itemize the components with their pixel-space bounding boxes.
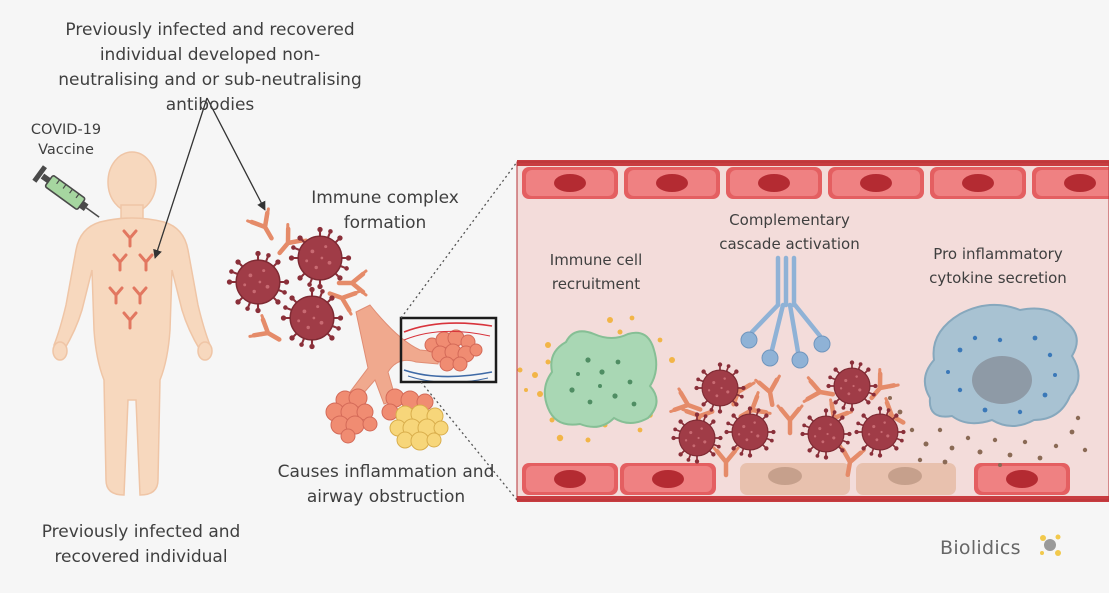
immune-complex-label: Immune complex formation (311, 188, 459, 233)
immune-cell-label: Immune cell recruitment (549, 251, 643, 293)
cytokine-label: Pro inflammatory cytokine secretion (929, 245, 1067, 287)
cytokines (888, 396, 1088, 467)
syringe-icon (32, 165, 100, 218)
complement-label: Complementary cascade activation (719, 211, 860, 253)
brand-logo-icon (1040, 534, 1061, 556)
airway (325, 304, 493, 451)
brand-name: Biolidics (940, 537, 1021, 559)
arrows (153, 97, 266, 259)
vessel-wall-top (522, 167, 1109, 199)
neutrophil-cell (517, 315, 675, 443)
zoom-lines (400, 161, 518, 501)
inflammation-label: Causes inflammation and airway obstructi… (277, 462, 495, 507)
human-figure (52, 151, 213, 496)
vessel-wall-bottom (522, 463, 1070, 495)
complement-protein (749, 255, 823, 355)
blood-vessel (516, 160, 1109, 502)
antibody-note-label: Previously infected and recovered indivi… (58, 20, 362, 115)
macrophage-cell (923, 303, 1080, 427)
zoom-box (399, 316, 498, 384)
vaccine-label: COVID-19 Vaccine (30, 122, 102, 158)
individual-label: Previously infected and recovered indivi… (41, 522, 241, 567)
